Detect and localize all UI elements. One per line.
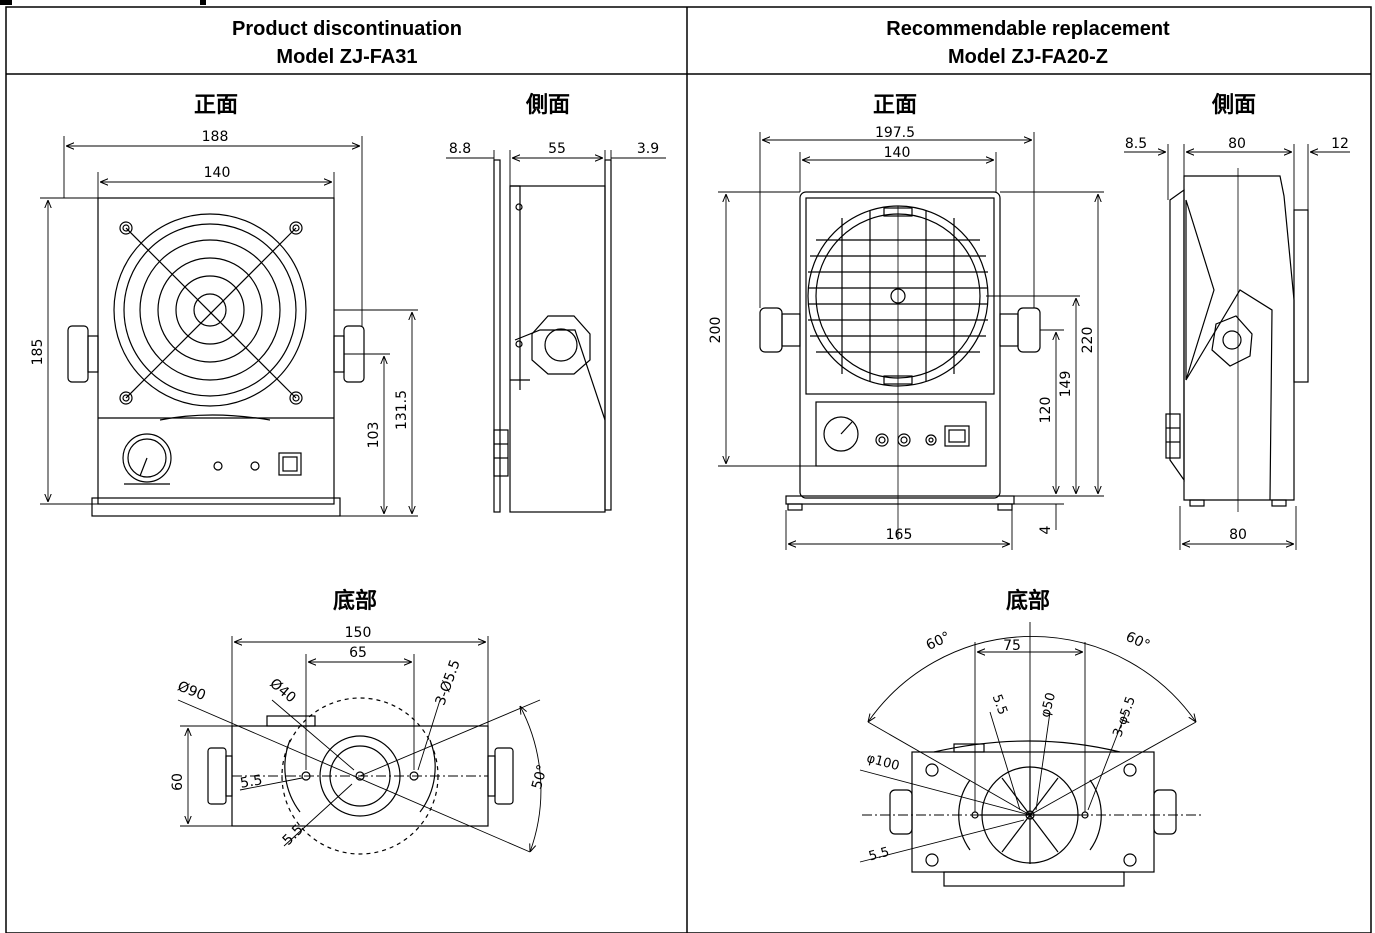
left-side-view [493,159,612,513]
dim-phi100: φ100 [865,751,901,774]
right-bottom-view [889,740,1177,887]
left-title-line2: Model ZJ-FA31 [276,46,417,68]
right-front-dims [718,132,1104,550]
dim-d90: Ø90 [175,678,208,704]
left-front-dims [40,136,418,517]
dim-200: 200 [708,317,724,344]
dim-149: 149 [1058,371,1074,398]
corner-mark-2 [200,0,206,5]
dim-phi50: φ50 [1038,691,1059,719]
dim-120: 120 [1038,397,1054,424]
dim-60deg-right: 60° [1123,629,1152,654]
right-front-label: 正面 [873,93,917,118]
dim-5-5d: 5.5 [867,845,891,865]
dim-55: 55 [548,141,566,157]
right-title-line2: Model ZJ-FA20-Z [948,46,1108,68]
dim-65: 65 [349,645,367,661]
dim-5-5a: 5.5 [239,772,264,792]
dim-5-5c: 5.5 [989,693,1010,718]
table-frame [5,6,1372,933]
right-bottom-dims [859,622,1202,863]
right-title-line1: Recommendable replacement [886,18,1170,40]
right-side-view [1165,168,1309,512]
dim-8-5: 8.5 [1125,136,1147,152]
dim-140: 140 [204,165,231,181]
dim-165: 165 [886,527,913,543]
left-title-line1: Product discontinuation [232,18,462,40]
dim-80b: 80 [1229,527,1247,543]
dim-140b: 140 [884,145,911,161]
dim-4: 4 [1038,525,1054,534]
dim-197-5: 197.5 [875,125,915,141]
dim-75: 75 [1003,638,1021,654]
right-side-dims [1124,144,1350,550]
dim-188: 188 [202,129,229,145]
dim-131-5: 131.5 [394,390,410,430]
dim-185: 185 [30,339,46,366]
left-front-label: 正面 [194,93,238,118]
left-side-dims [446,150,666,186]
corner-mark [0,0,12,5]
dim-3-9: 3.9 [637,141,659,157]
dim-150: 150 [345,625,372,641]
dim-103: 103 [366,422,382,449]
dim-12: 12 [1331,136,1349,152]
left-header: Product discontinuation Model ZJ-FA31 [232,18,462,68]
dim-220: 220 [1080,327,1096,354]
dim-8-8: 8.8 [449,141,471,157]
dim-80: 80 [1228,136,1246,152]
dim-60deg-left: 60° [924,629,953,654]
right-bottom-label: 底部 [1006,588,1050,614]
dim-50deg: 50° [529,763,551,791]
left-bottom-label: 底部 [333,588,377,614]
left-front-view [67,197,365,517]
dim-3-d5-5: 3-Ø5.5 [433,658,464,708]
left-bottom-dims [177,636,542,852]
dim-d40: Ø40 [266,676,298,707]
right-front-view [759,191,1041,540]
left-side-label: 側面 [525,93,570,118]
right-side-label: 側面 [1211,93,1256,118]
dim-3-phi5-5: 3-φ5.5 [1110,694,1139,739]
dim-60: 60 [170,773,186,791]
right-header: Recommendable replacement Model ZJ-FA20-… [886,18,1170,68]
